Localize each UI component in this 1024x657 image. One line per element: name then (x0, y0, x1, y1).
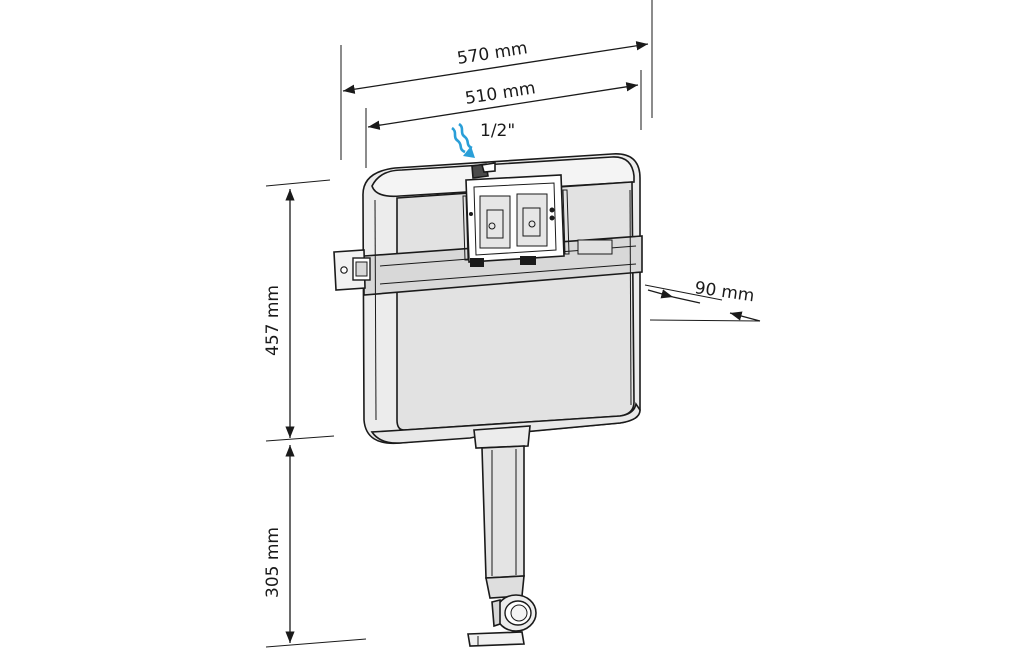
flush-pipe (467, 425, 537, 647)
inlet-label: 1/2" (480, 121, 515, 141)
cistern-height-label: 457 mm (263, 285, 283, 356)
wavy-down-arrow-icon (451, 122, 475, 158)
pipe-height-label: 305 mm (263, 527, 283, 598)
depth-label: 90 mm (693, 278, 755, 306)
pipe-outlet (491, 594, 537, 632)
width-inner-dimension: 510 mm (365, 70, 642, 168)
depth-dimension: 90 mm (644, 278, 761, 322)
width-inner-label: 510 mm (464, 78, 537, 109)
inlet-callout: 1/2" (451, 121, 515, 158)
pipe-height-dimension: 305 mm (263, 445, 367, 648)
flush-mechanism-frame (462, 162, 613, 267)
wall-bracket (333, 249, 371, 291)
cistern-height-dimension: 457 mm (263, 179, 335, 442)
